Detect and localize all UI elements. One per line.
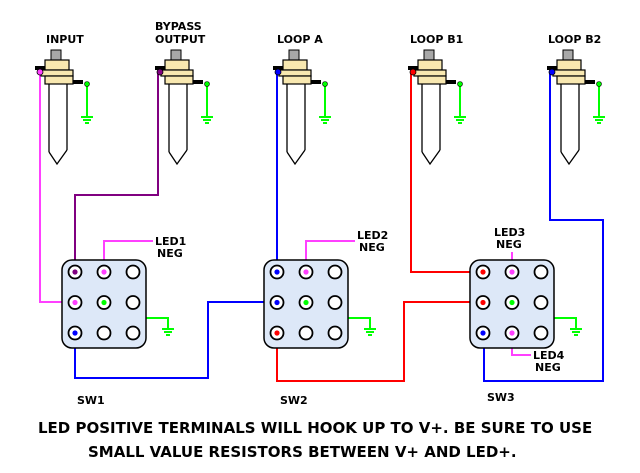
wire-loopb2-sw3	[483, 74, 604, 382]
svg-text:BYPASS: BYPASS	[155, 20, 202, 33]
loop-b2-jack	[547, 49, 606, 166]
loop-a-jack	[273, 49, 332, 166]
sw1-switch	[61, 259, 147, 349]
svg-text:NEG: NEG	[359, 241, 385, 254]
led4-label: LED4 NEG	[533, 349, 565, 374]
svg-text:LED3: LED3	[494, 226, 525, 239]
svg-text:NEG: NEG	[157, 247, 183, 260]
svg-text:LOOP B1: LOOP B1	[410, 33, 463, 46]
jack-label-input: INPUT	[46, 33, 84, 46]
note-line-1: LED POSITIVE TERMINALS WILL HOOK UP TO V…	[38, 419, 593, 437]
svg-text:NEG: NEG	[496, 238, 522, 251]
jack-label-loop-a: LOOP A	[277, 33, 323, 46]
sw2-switch	[263, 259, 349, 349]
svg-text:LED1: LED1	[155, 235, 186, 248]
loop-b1-jack	[408, 49, 467, 166]
svg-text:LOOP B2: LOOP B2	[548, 33, 601, 46]
wire-loopb1-sw3	[410, 74, 484, 273]
jack-label-loop-b2: LOOP B2	[548, 33, 601, 46]
sw3-label: SW3	[487, 391, 515, 404]
wire-bypass-sw1	[74, 74, 159, 272]
svg-text:LOOP A: LOOP A	[277, 33, 323, 46]
svg-text:LED4: LED4	[533, 349, 565, 362]
svg-text:LED2: LED2	[357, 229, 388, 242]
led2-label: LED2 NEG	[357, 229, 388, 254]
wire-sw1-sw2	[74, 301, 277, 379]
wire-sw2-sw3	[276, 301, 484, 382]
svg-text:OUTPUT: OUTPUT	[155, 33, 206, 46]
led1-label: LED1 NEG	[155, 235, 186, 260]
svg-text:NEG: NEG	[535, 361, 561, 374]
led3-label: LED3 NEG	[494, 226, 525, 251]
sw1-label: SW1	[77, 394, 105, 407]
jack-label-bypass: BYPASS OUTPUT	[155, 20, 206, 46]
bypass-output-jack	[155, 49, 214, 166]
input-jack	[35, 49, 94, 166]
sw2-label: SW2	[280, 394, 308, 407]
svg-text:INPUT: INPUT	[46, 33, 84, 46]
sw3-switch	[469, 259, 555, 349]
note-line-2: SMALL VALUE RESISTORS BETWEEN V+ AND LED…	[88, 443, 517, 461]
jack-label-loop-b1: LOOP B1	[410, 33, 463, 46]
